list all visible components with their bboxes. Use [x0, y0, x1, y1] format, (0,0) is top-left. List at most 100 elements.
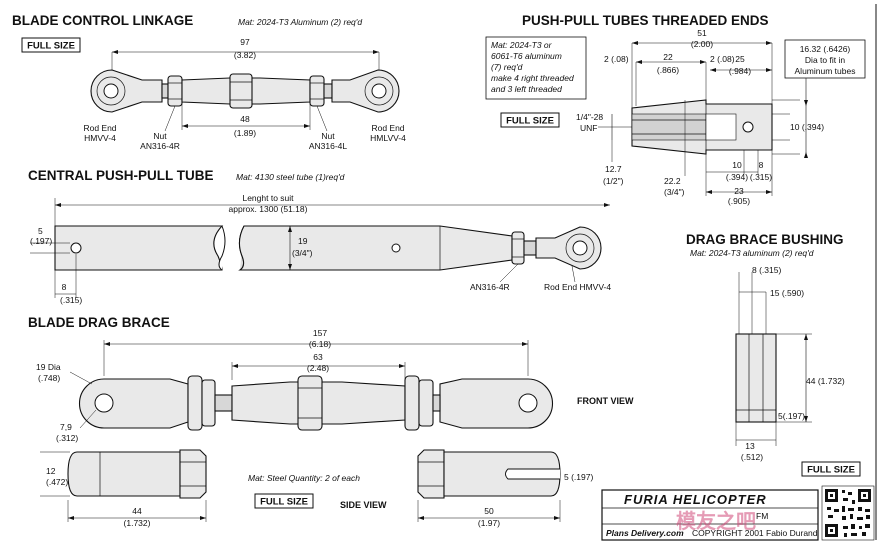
eye-hole — [94, 393, 114, 413]
right-nut-part: AN316-4L — [309, 141, 348, 151]
threaded-bore — [631, 113, 707, 141]
jam-nut-1 — [187, 375, 203, 431]
dim-b-in: (.866) — [657, 65, 679, 75]
rod-end-ball — [96, 76, 126, 106]
dim-i-in: (.905) — [728, 196, 750, 206]
title-block: FURIA HELICOPTER FM Plans Delivery.com C… — [601, 485, 875, 541]
dim-top: 8 (.315) — [752, 265, 781, 275]
blade-control-linkage-section: BLADE CONTROL LINKAGE Mat: 2024-T3 Alumi… — [12, 13, 406, 151]
dim-side-h-in: (.472) — [46, 477, 68, 487]
brand-name: FURIA HELICOPTER — [624, 492, 767, 507]
thread-type: UNF — [580, 123, 597, 133]
dim-od: 15 (.590) — [770, 288, 804, 298]
dim-width: 13 — [745, 441, 755, 451]
right-rod-end-part: HMLVV-4 — [370, 133, 406, 143]
side-left-rod — [67, 451, 181, 497]
full-size-box — [254, 493, 314, 509]
tube-right-segment — [238, 225, 513, 271]
section-title: DRAG BRACE BUSHING — [686, 232, 844, 247]
left-rod-end-part: HMVV-4 — [84, 133, 116, 143]
rod-end-ball — [364, 76, 394, 106]
left-nut — [167, 75, 183, 107]
left-nut-label: Nut — [153, 131, 167, 141]
dim-f-in: (3/4") — [664, 187, 685, 197]
dim-i: 23 — [734, 186, 744, 196]
fork-slot — [505, 468, 560, 480]
watermark: 模友之吧 — [676, 509, 756, 533]
note-line-5: and 3 left threaded — [491, 84, 562, 94]
dim-mid: 63 — [313, 352, 323, 362]
dim-dia: 19 Dia — [36, 362, 61, 372]
dim-d: 25 — [735, 54, 745, 64]
dim-dia-in: (.748) — [38, 373, 60, 383]
jam-nut-2 — [201, 379, 216, 427]
dim-tube: 48 — [240, 114, 250, 124]
nut-part: AN316-4R — [470, 282, 510, 292]
dim-overall-in: (6.18) — [309, 339, 331, 349]
full-size-label: FULL SIZE — [27, 41, 75, 52]
jam-nut-4 — [418, 379, 434, 427]
thread-left — [214, 394, 233, 412]
center-hex — [297, 375, 323, 431]
dim-right-len: 50 — [484, 506, 494, 516]
dim-overall: 157 — [313, 328, 327, 338]
dim-g: 10 — [732, 160, 742, 170]
left-nut-part: AN316-4R — [140, 141, 180, 151]
note-line-3: (7) req'd — [491, 62, 523, 72]
dim-mid-in: (2.48) — [307, 363, 329, 373]
dim-edge-in: (.315) — [60, 295, 82, 305]
nut — [511, 231, 525, 265]
dim-side-h: 12 — [46, 466, 56, 476]
dim-h: 8 — [759, 160, 764, 170]
front-view-label: FRONT VIEW — [577, 396, 634, 406]
dim-e-in: (1/2") — [603, 176, 624, 186]
drag-brace-bushing-section: DRAG BRACE BUSHING Mat: 2024-T3 aluminum… — [686, 232, 861, 477]
copyright: COPYRIGHT 2001 Fabio Durand — [692, 528, 818, 538]
bushing-body — [735, 333, 777, 423]
length-note-2: approx. 1300 (51.18) — [229, 204, 308, 214]
dim-dia: 19 — [298, 236, 308, 246]
dim-hole: 5 — [38, 226, 43, 236]
cross-hole — [742, 121, 754, 133]
thread-size: 1/4"-28 — [576, 112, 603, 122]
dim-width-in: (.512) — [741, 452, 763, 462]
section-title: CENTRAL PUSH-PULL TUBE — [28, 168, 214, 183]
dim-overall-in: (3.82) — [234, 50, 256, 60]
arrow-icon — [373, 50, 379, 54]
section-title: BLADE CONTROL LINKAGE — [12, 13, 193, 28]
note-line-1: Mat: 2024-T3 or — [491, 40, 553, 50]
dim-dia: 16.32 (.6426) — [800, 44, 851, 54]
arrow-icon — [112, 50, 118, 54]
left-rod-end-label: Rod End — [83, 123, 116, 133]
section-title: PUSH-PULL TUBES THREADED ENDS — [522, 13, 769, 28]
full-size-box — [500, 112, 560, 128]
material-note: Mat: 2024-T3 Aluminum (2) req'd — [238, 17, 362, 27]
section-title: BLADE DRAG BRACE — [28, 315, 170, 330]
side-view-label: SIDE VIEW — [340, 500, 387, 510]
right-nut-label: Nut — [321, 131, 335, 141]
central-tube-section: CENTRAL PUSH-PULL TUBE Mat: 4130 steel t… — [28, 168, 611, 305]
title-block-frame — [601, 489, 819, 541]
side-left-nut — [179, 449, 207, 499]
dim-e: 12.7 — [605, 164, 622, 174]
right-rod-end — [331, 69, 400, 113]
full-size-box — [21, 37, 81, 53]
thread-right — [432, 394, 441, 412]
dim-dia-in: (3/4") — [292, 248, 313, 258]
material-note-box — [485, 36, 587, 100]
rod-end-hole — [572, 240, 588, 256]
dim-edge: 8 — [62, 282, 67, 292]
length-note-1: Lenght to suit — [242, 193, 294, 203]
plans-delivery: Plans Delivery.com — [606, 528, 684, 538]
dim-overall-in: (2.00) — [691, 39, 713, 49]
dim-h-in: (.315) — [750, 172, 772, 182]
rod-end-hole — [371, 83, 387, 99]
tube-hex — [229, 73, 253, 109]
full-size-label: FULL SIZE — [506, 116, 554, 127]
right-eye-end — [439, 378, 553, 429]
dim-hole: 7,9 — [60, 422, 72, 432]
dim-side-len-in: (1.732) — [124, 518, 151, 528]
dim-tube-in: (1.89) — [234, 128, 256, 138]
dim-d-in: (.984) — [729, 66, 751, 76]
